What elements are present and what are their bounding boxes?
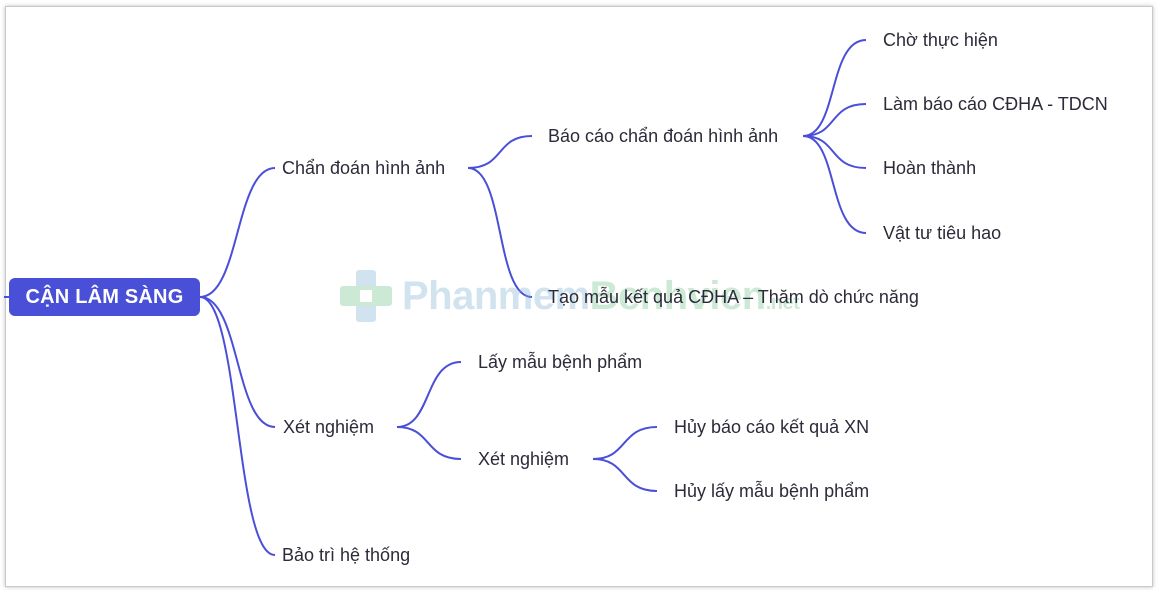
node-huy-bao-cao-ket-qua[interactable]: Hủy báo cáo kết quả XN <box>674 417 870 437</box>
node-xet-nghiem-sub[interactable]: Xét nghiệm <box>478 449 570 469</box>
link-cdha-baocao <box>467 135 533 169</box>
link-root-baotri <box>199 296 276 556</box>
node-hoan-thanh[interactable]: Hoàn thành <box>883 158 977 178</box>
link-baocao-hoan <box>802 135 867 169</box>
link-root-cdha <box>199 167 276 298</box>
link-baocao-lam <box>802 103 867 137</box>
link-xn-laymau <box>396 361 462 428</box>
link-xnsub-huybc <box>592 426 658 460</box>
link-baocao-cho <box>802 39 867 137</box>
link-xnsub-huylm <box>592 458 658 492</box>
node-cho-thuc-hien[interactable]: Chờ thực hiện <box>883 30 998 50</box>
node-chan-doan-hinh-anh[interactable]: Chẩn đoán hình ảnh <box>282 158 446 178</box>
node-huy-lay-mau[interactable]: Hủy lấy mẫu bệnh phẩm <box>674 481 870 501</box>
node-bao-cao-cdha[interactable]: Báo cáo chẩn đoán hình ảnh <box>548 126 779 146</box>
node-bao-tri-he-thong[interactable]: Bảo trì hệ thống <box>282 545 411 565</box>
link-root-xetnghiem <box>199 296 276 428</box>
node-xet-nghiem[interactable]: Xét nghiệm <box>283 417 375 437</box>
node-vat-tu-tieu-hao[interactable]: Vật tư tiêu hao <box>883 223 1002 243</box>
link-xn-xnsub <box>396 426 462 460</box>
node-tao-mau-ket-qua[interactable]: Tạo mẫu kết quả CĐHA – Thăm dò chức năng <box>548 287 919 307</box>
node-lay-mau-benh-pham[interactable]: Lấy mẫu bệnh phẩm <box>478 352 643 372</box>
root-node[interactable]: CẬN LÂM SÀNG <box>9 278 200 316</box>
node-lam-bao-cao[interactable]: Làm báo cáo CĐHA - TDCN <box>883 94 1108 114</box>
link-baocao-vattu <box>802 135 867 234</box>
link-cdha-taomau <box>467 167 533 298</box>
